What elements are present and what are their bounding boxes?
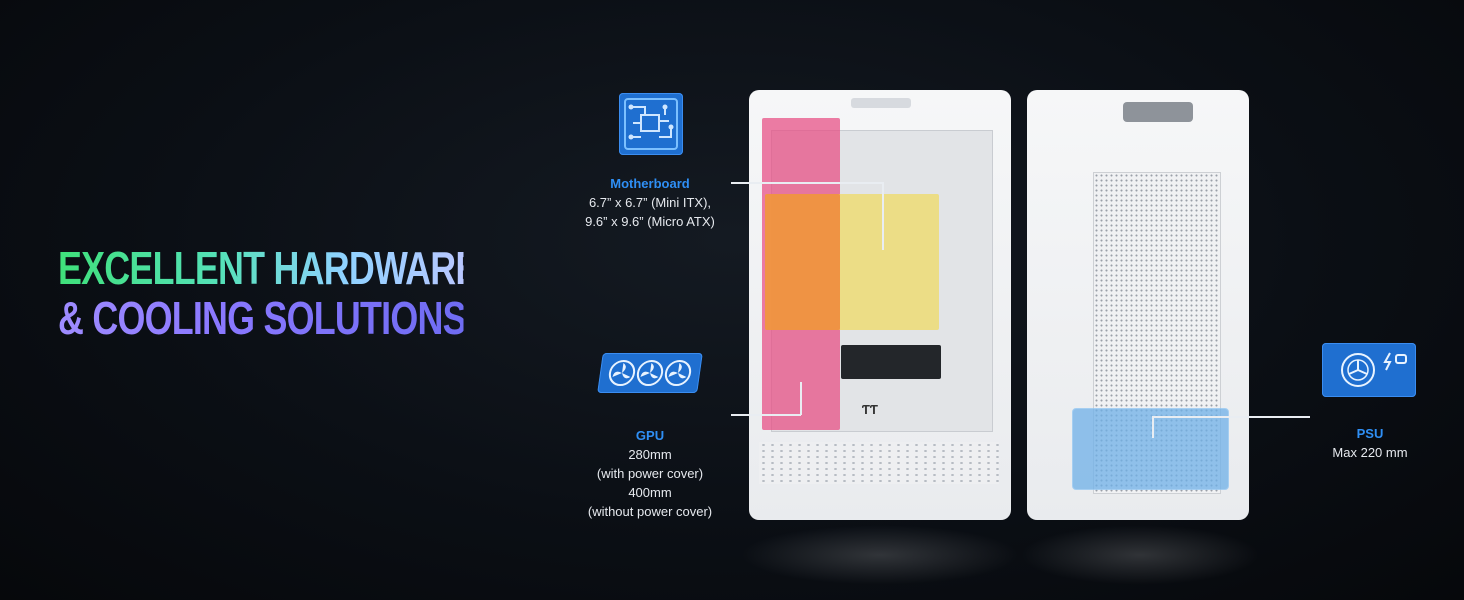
- gpu-spec: GPU 280mm (with power cover) 400mm (with…: [570, 426, 730, 521]
- gpu-length-with-cover: 280mm: [628, 447, 672, 462]
- psu-max-length: Max 220 mm: [1332, 445, 1408, 460]
- right-case-reflection: [1020, 525, 1260, 585]
- handle-cutout: [1123, 102, 1193, 122]
- expansion-slots: [841, 345, 941, 379]
- psu-leader-h: [1152, 416, 1310, 418]
- motherboard-size-micro-atx: 9.6” x 9.6” (Micro ATX): [585, 214, 715, 229]
- gpu-title: GPU: [635, 428, 665, 443]
- left-case-reflection: [740, 525, 1020, 585]
- circuit-board-icon: [619, 93, 683, 155]
- headline: EXCELLENT HARDWARE SUPPORT & COOLING SOL…: [58, 242, 656, 344]
- overlap-zone: [765, 194, 840, 330]
- psu-leader-v: [1152, 416, 1154, 438]
- psu-title: PSU: [1356, 426, 1384, 441]
- gpu-length-without-cover: 400mm: [628, 485, 672, 500]
- front-io-ports: [851, 98, 911, 108]
- triple-fan-icon: [597, 353, 703, 393]
- motherboard-size-mini-itx: 6.7” x 6.7” (Mini ITX),: [588, 195, 712, 210]
- motherboard-leader-v: [882, 182, 884, 250]
- psu-zone: [1072, 408, 1229, 490]
- headline-line-1: EXCELLENT HARDWARE SUPPORT: [58, 242, 656, 294]
- gpu-without-cover-note: (without power cover): [587, 504, 713, 519]
- gpu-with-cover-note: (with power cover): [596, 466, 704, 481]
- headline-line-2: & COOLING SOLUTIONS: [58, 292, 467, 344]
- power-supply-icon: [1322, 343, 1416, 397]
- brand-logo-icon: ƬƬ: [862, 402, 878, 417]
- psu-spec: PSU Max 220 mm: [1300, 424, 1440, 462]
- gpu-leader-h: [731, 414, 801, 416]
- motherboard-title: Motherboard: [610, 176, 690, 191]
- bottom-vent: [759, 442, 999, 484]
- motherboard-spec: Motherboard 6.7” x 6.7” (Mini ITX), 9.6”…: [560, 174, 740, 231]
- motherboard-leader-h: [731, 182, 883, 184]
- gpu-leader-v: [800, 382, 802, 415]
